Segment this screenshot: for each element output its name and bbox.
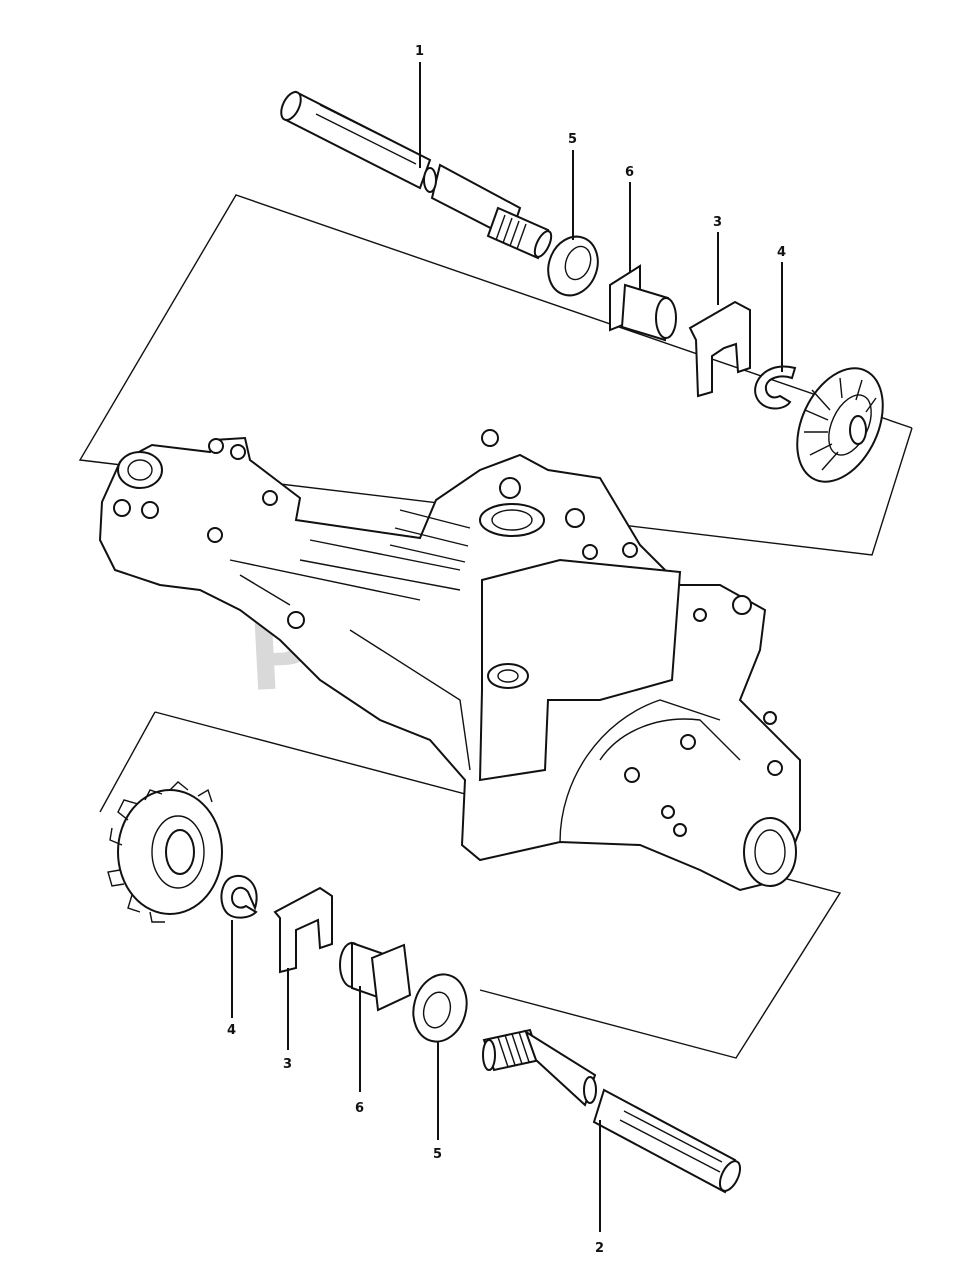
callout-labels: 1 5 6 3 4 4 3 6 5 2 — [227, 44, 786, 1256]
callout-part-5-top: 5 — [568, 132, 577, 147]
callout-part-4-top: 4 — [777, 245, 786, 260]
callout-part-3-top: 3 — [713, 215, 722, 230]
transaxle-housing — [98, 429, 801, 892]
callout-part-1-top: 1 — [415, 44, 424, 59]
axle-shaft-bottom — [482, 1028, 742, 1194]
callout-part-5-bottom: 5 — [433, 1147, 442, 1162]
callout-part-2-bottom: 2 — [595, 1241, 604, 1256]
callout-part-4-bottom: 4 — [227, 1023, 236, 1038]
callout-part-3-bottom: 3 — [283, 1057, 292, 1072]
bushing-top — [609, 264, 677, 342]
bevel-gear-bottom — [107, 781, 223, 923]
c-ring-top — [754, 365, 797, 410]
top-assembly-bracket — [78, 194, 913, 556]
callout-part-6-top: 6 — [625, 165, 634, 180]
bearing-bottom — [412, 973, 468, 1043]
bevel-gear-top — [796, 367, 884, 483]
callout-part-6-bottom: 6 — [355, 1101, 364, 1116]
retainer-clip-bottom — [273, 886, 333, 974]
bushing-bottom — [339, 941, 412, 1012]
c-ring-bottom — [220, 875, 258, 919]
retainer-clip-top — [688, 300, 751, 398]
bearing-top — [547, 235, 599, 297]
axle-shaft-top — [280, 90, 553, 260]
leader-lines — [231, 62, 783, 1232]
